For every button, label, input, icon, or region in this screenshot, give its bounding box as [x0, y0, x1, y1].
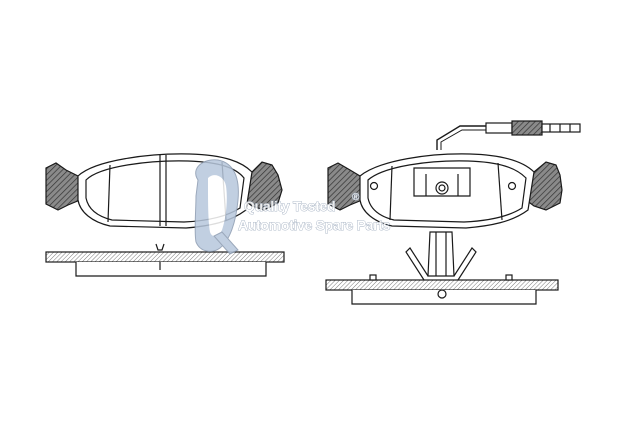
- left-pad-indicator-notch: [155, 243, 165, 251]
- quality-tested-watermark: Quality Tested ® Automotive Spare Parts: [194, 159, 391, 255]
- clip-body: [427, 231, 455, 277]
- wear-sensor-plug: [541, 123, 581, 133]
- sensor-housing-hole-inner: [438, 184, 446, 192]
- watermark-line-2: Automotive Spare Parts: [238, 217, 391, 233]
- right-pad-rivet-right: [507, 181, 517, 191]
- wear-sensor-sleeve: [485, 122, 513, 134]
- right-pad-rivet-left: [369, 181, 379, 191]
- clip-spring-right: [453, 247, 477, 281]
- right-pad-friction-material: [367, 160, 527, 223]
- clip-spring-left: [405, 247, 429, 281]
- right-brake-pad: [327, 120, 581, 229]
- watermark-line-1: Quality Tested: [244, 198, 335, 214]
- right-profile-backing: [325, 279, 559, 291]
- left-pad-chamfer-left: [107, 164, 111, 223]
- left-pad-left-ear: [45, 162, 81, 211]
- left-pad-right-ear: [243, 161, 283, 211]
- right-profile-pin: [437, 289, 447, 299]
- left-pad-friction-material: [85, 160, 245, 223]
- right-pad-right-ear: [525, 161, 563, 211]
- right-pad-clip: [405, 231, 477, 281]
- right-pad-profile: [325, 274, 559, 305]
- left-profile-backing: [45, 251, 285, 263]
- watermark-registered-mark: ®: [352, 192, 360, 203]
- left-profile-friction: [75, 262, 267, 277]
- left-pad-profile: [45, 251, 285, 277]
- wear-sensor-connector: [511, 120, 543, 136]
- watermark-logo-icon: [194, 159, 239, 255]
